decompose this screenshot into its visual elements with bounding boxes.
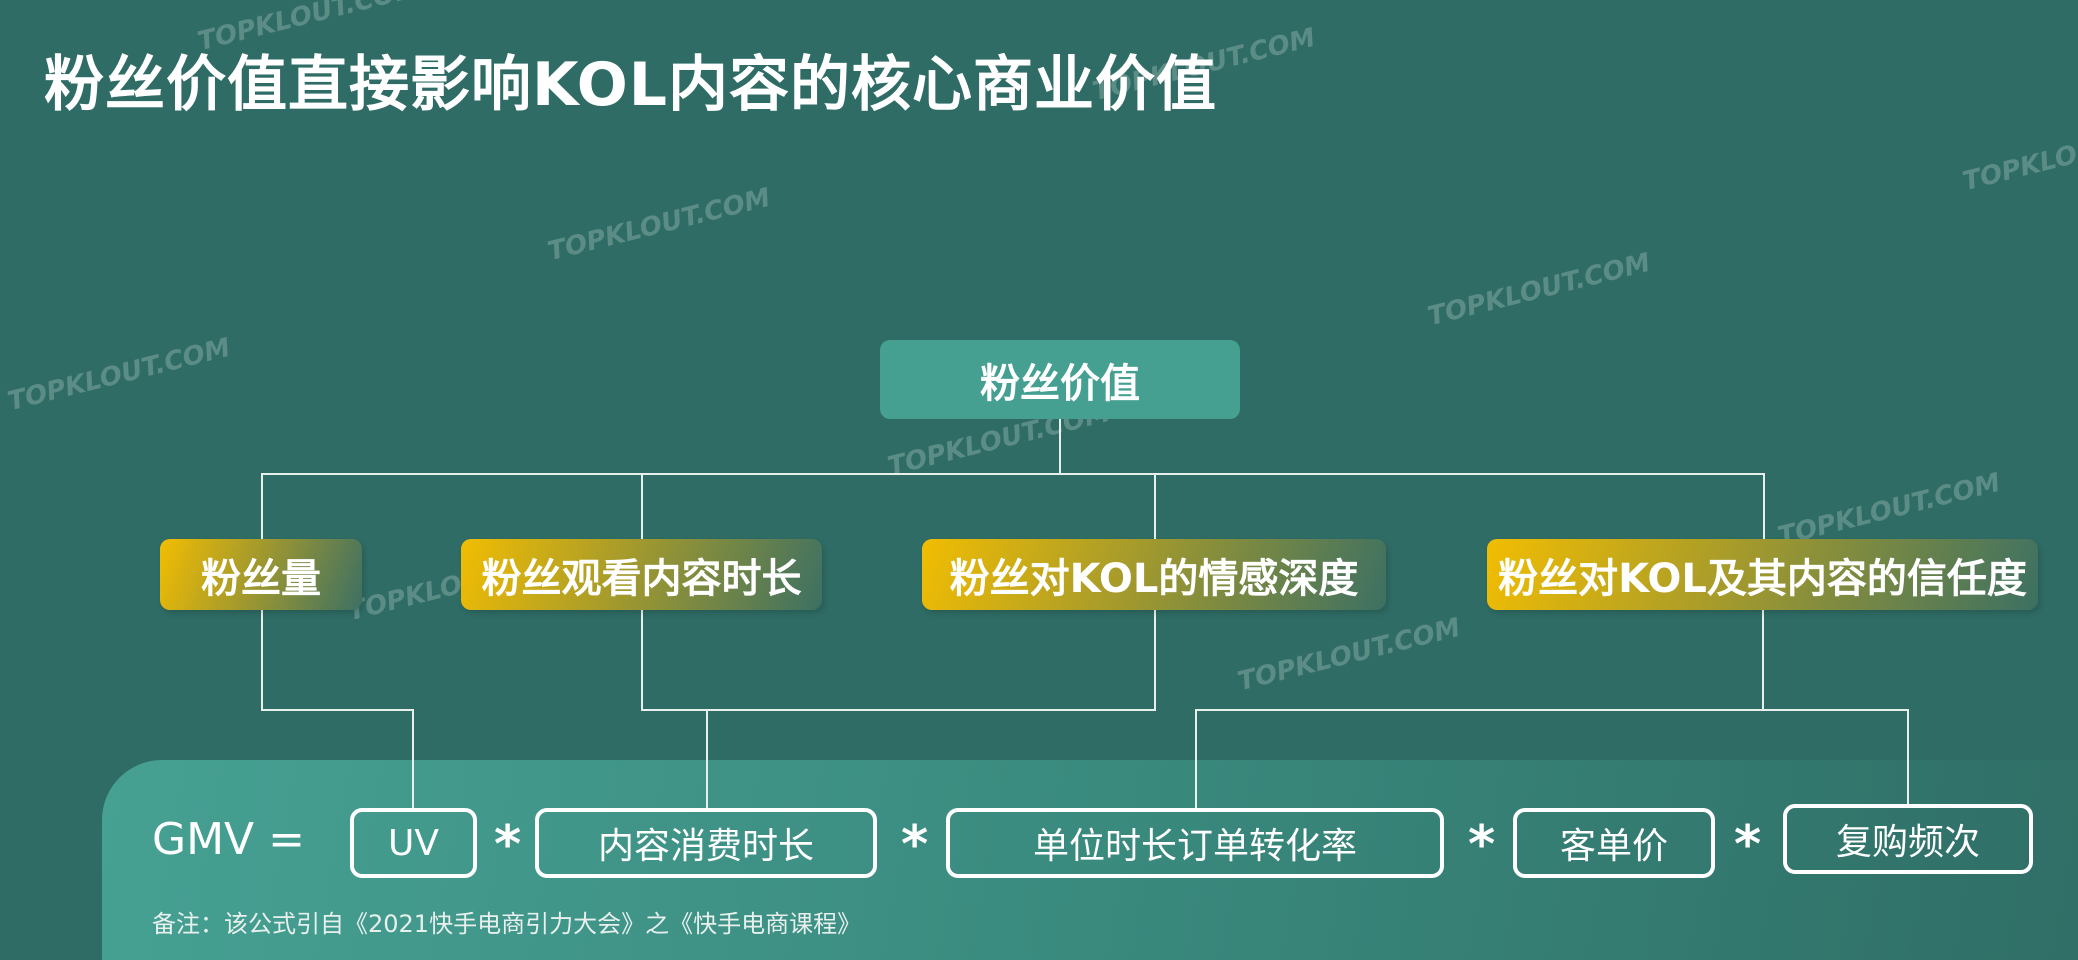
factor-watch-time: 粉丝观看内容时长 [461, 539, 822, 610]
connector [641, 709, 1156, 711]
connector [1195, 709, 1909, 711]
connector [641, 473, 643, 539]
watermark: TOPKLOUT.COM [1959, 112, 2078, 198]
term-uv: UV [350, 808, 477, 878]
formula-lhs: GMV = [152, 814, 306, 865]
connector [641, 610, 643, 710]
term-order-value: 客单价 [1513, 808, 1715, 878]
watermark: TOPKLOUT.COM [544, 182, 774, 268]
term-conversion-rate: 单位时长订单转化率 [946, 808, 1444, 878]
connector [1763, 473, 1765, 539]
connector [412, 709, 414, 808]
connector [1154, 610, 1156, 710]
connector [261, 610, 263, 710]
connector [261, 473, 263, 539]
factor-trust: 粉丝对KOL及其内容的信任度 [1487, 539, 2038, 610]
multiply-operator: * [1468, 815, 1496, 875]
factor-emotional-depth: 粉丝对KOL的情感深度 [922, 539, 1386, 610]
page-title: 粉丝价值直接影响KOL内容的核心商业价值 [44, 50, 1218, 120]
term-consumption-time: 内容消费时长 [535, 808, 877, 878]
multiply-operator: * [1734, 815, 1762, 875]
watermark: TOPKLOUT.COM [1424, 247, 1654, 333]
connector [1907, 709, 1909, 804]
watermark: TOPKLOUT.COM [4, 332, 234, 418]
connector [706, 709, 708, 808]
root-node-fan-value: 粉丝价值 [880, 340, 1240, 419]
connector [1762, 610, 1764, 710]
connector [261, 709, 413, 711]
connector [1195, 709, 1197, 808]
footnote: 备注：该公式引自《2021快手电商引力大会》之《快手电商课程》 [152, 910, 862, 938]
multiply-operator: * [901, 815, 929, 875]
term-repurchase-frequency: 复购频次 [1783, 804, 2033, 874]
connector [261, 473, 1765, 475]
connector [1059, 419, 1061, 474]
watermark: TOPKLOUT.COM [1234, 612, 1464, 698]
multiply-operator: * [494, 815, 522, 875]
connector [1154, 473, 1156, 539]
factor-fan-count: 粉丝量 [160, 539, 362, 610]
